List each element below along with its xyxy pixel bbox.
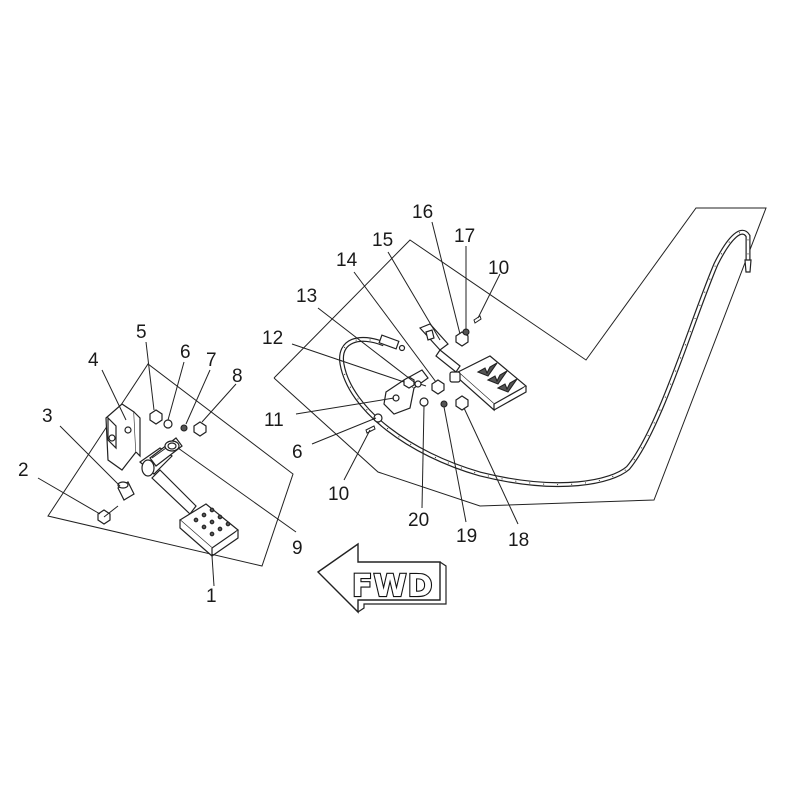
callout-20: 20 xyxy=(408,510,429,531)
callout-18: 18 xyxy=(508,530,529,551)
return-spring xyxy=(151,440,180,459)
nut-18 xyxy=(455,395,469,411)
spacer-sleeve xyxy=(117,481,135,501)
callout-14: 14 xyxy=(336,250,358,271)
nut-upper xyxy=(149,409,163,425)
accelerator-lever xyxy=(418,323,461,373)
pedal-pad xyxy=(178,503,239,558)
callout-4: 4 xyxy=(88,350,99,371)
pivot-bolt xyxy=(97,505,119,525)
callout-6b: 6 xyxy=(292,442,303,463)
callout-5: 5 xyxy=(136,322,147,343)
callout-10a: 10 xyxy=(488,258,509,279)
leader-lines xyxy=(37,221,519,587)
callout-19: 19 xyxy=(456,526,477,547)
cotter-pin-lower xyxy=(365,425,376,434)
callout-16: 16 xyxy=(412,202,433,223)
callout-15: 15 xyxy=(372,230,393,251)
callout-10b: 10 xyxy=(328,484,349,505)
nut-left xyxy=(193,421,207,437)
callout-3: 3 xyxy=(42,406,53,427)
callout-9: 9 xyxy=(292,538,303,559)
throttle-cable xyxy=(339,229,752,488)
washer-right xyxy=(373,413,383,423)
callout-7: 7 xyxy=(206,350,217,371)
callout-labels: 1 2 3 4 5 6 7 8 9 10 10 11 12 13 14 15 6… xyxy=(18,202,529,607)
callout-6a: 6 xyxy=(180,342,191,363)
washer-left xyxy=(163,419,173,429)
washer-13 xyxy=(414,380,422,388)
washer-19 xyxy=(440,400,448,408)
callout-8: 8 xyxy=(232,366,243,387)
callout-12: 12 xyxy=(262,328,283,349)
right-assembly-outline xyxy=(273,207,767,507)
washer-small-left xyxy=(180,424,188,432)
clip-14 xyxy=(449,371,461,383)
fwd-label: FWD xyxy=(352,569,434,604)
accelerator-pad xyxy=(456,355,528,412)
washer-20 xyxy=(419,397,429,407)
callout-11: 11 xyxy=(264,410,284,431)
accelerator-bracket xyxy=(383,369,429,415)
callout-17: 17 xyxy=(454,226,475,247)
nut-16 xyxy=(455,331,469,347)
callout-2: 2 xyxy=(18,460,29,481)
forward-arrow: FWD xyxy=(316,542,447,614)
pedal-bracket xyxy=(105,403,141,471)
left-assembly-outline xyxy=(47,363,294,567)
callout-13: 13 xyxy=(296,286,317,307)
callout-1: 1 xyxy=(206,586,217,607)
cotter-pin-upper xyxy=(473,315,482,324)
